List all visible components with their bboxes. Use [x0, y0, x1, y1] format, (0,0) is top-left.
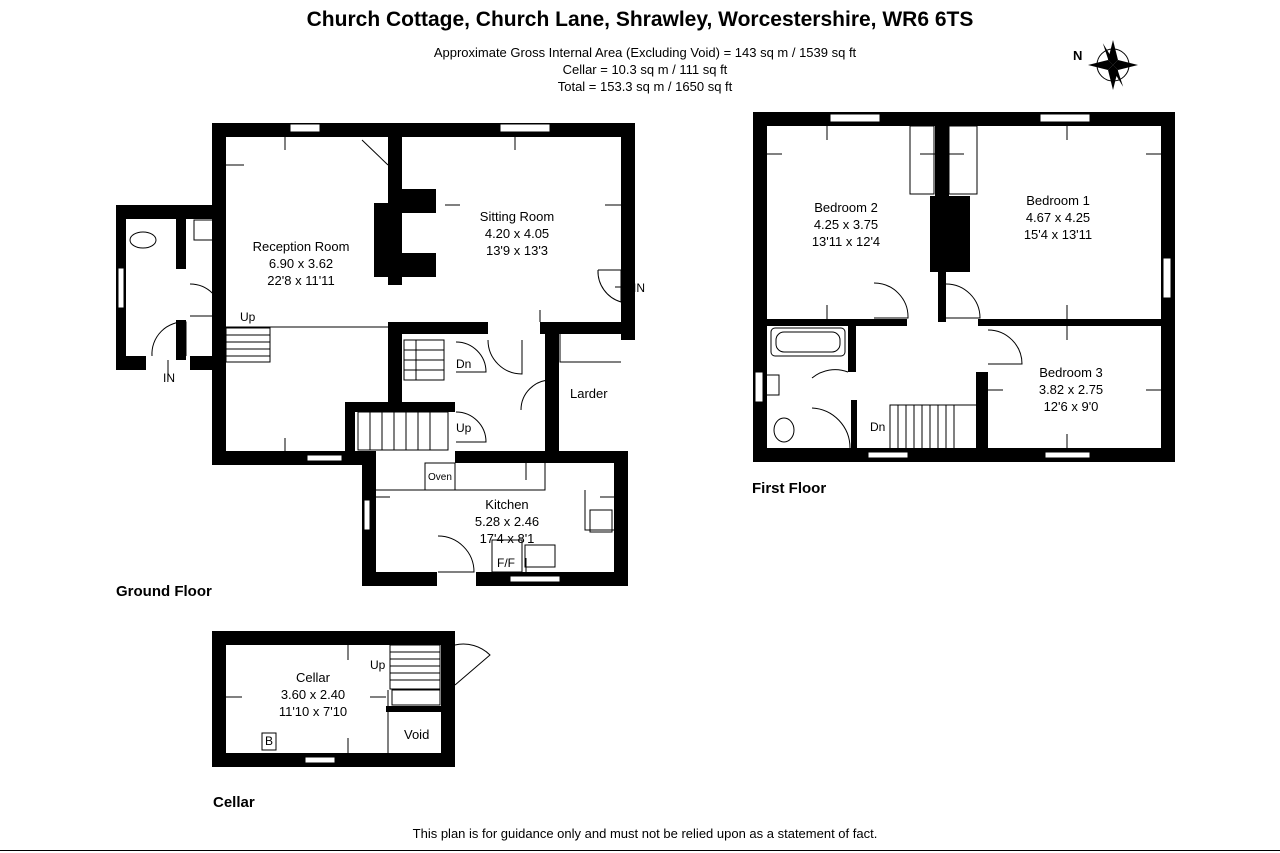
room-kitchen: Kitchen 5.28 x 2.46 17'4 x 8'1	[475, 496, 539, 547]
entrance-label: IN	[163, 371, 175, 385]
compass-rose-icon	[1088, 40, 1138, 90]
room-metric: 4.20 x 4.05	[484, 226, 550, 241]
room-bedroom-3: Bedroom 3 3.82 x 2.75 12'6 x 9'0	[1039, 364, 1103, 415]
room-name: Bedroom 2	[814, 200, 878, 215]
room-metric: 5.28 x 2.46	[474, 514, 540, 529]
cellar-area-line: Cellar = 10.3 sq m / 111 sq ft	[562, 62, 728, 77]
first-floor-plan	[753, 112, 1175, 462]
room-name: Bedroom 1	[1026, 193, 1090, 208]
room-name: Bedroom 3	[1039, 365, 1103, 380]
cellar-stairs-up-label: Up	[370, 658, 386, 672]
ground-floor-plan	[116, 123, 635, 586]
cellar-floor-label: Cellar	[213, 794, 255, 811]
room-cellar: Cellar 3.60 x 2.40 11'10 x 7'10	[279, 669, 347, 720]
room-metric: 3.60 x 2.40	[280, 687, 346, 702]
gross-area-line: Approximate Gross Internal Area (Excludi…	[433, 45, 857, 60]
first-floor-label: First Floor	[752, 480, 827, 497]
room-imperial: 22'8 x 11'11	[267, 273, 335, 288]
room-imperial: 17'4 x 8'1	[479, 531, 535, 546]
room-name: Kitchen	[485, 497, 529, 512]
plan-title: Church Cottage, Church Lane, Shrawley, W…	[306, 8, 974, 31]
larder-label: Larder	[570, 386, 608, 401]
oven-label: Oven	[428, 472, 452, 483]
room-name: Reception Room	[252, 239, 350, 254]
entrance-label: IN	[633, 281, 645, 295]
room-imperial: 15'4 x 13'11	[1023, 227, 1093, 242]
room-reception: Reception Room 6.90 x 3.62 22'8 x 11'11	[253, 238, 350, 289]
first-floor-stairs-down-label: Dn	[870, 420, 886, 434]
room-bedroom-1: Bedroom 1 4.67 x 4.25 15'4 x 13'11	[1024, 192, 1092, 243]
room-name: Sitting Room	[479, 209, 555, 224]
room-imperial: 13'9 x 13'3	[485, 243, 549, 258]
fridge-freezer-label: F/F	[497, 556, 515, 570]
ground-floor-label: Ground Floor	[116, 583, 212, 600]
cellar-plan	[212, 631, 491, 767]
room-metric: 6.90 x 3.62	[268, 256, 334, 271]
stairs-down-label: Dn	[456, 357, 472, 371]
room-metric: 4.25 x 3.75	[813, 217, 879, 232]
room-metric: 4.67 x 4.25	[1025, 210, 1091, 225]
room-metric: 3.82 x 2.75	[1038, 382, 1104, 397]
room-sitting: Sitting Room 4.20 x 4.05 13'9 x 13'3	[480, 208, 554, 259]
room-bedroom-2: Bedroom 2 4.25 x 3.75 13'11 x 12'4	[812, 199, 880, 250]
stairs-up-label: Up	[240, 310, 256, 324]
room-imperial: 13'11 x 12'4	[811, 234, 881, 249]
cellar-stairs-up-label: Up	[456, 421, 472, 435]
boiler-label: B	[265, 734, 274, 748]
void-label: Void	[404, 727, 430, 742]
compass-north-label: N	[1073, 48, 1083, 63]
room-name: Cellar	[296, 670, 330, 685]
room-imperial: 12'6 x 9'0	[1043, 399, 1099, 414]
bottom-divider	[0, 850, 1280, 851]
total-area-line: Total = 153.3 sq m / 1650 sq ft	[557, 79, 733, 94]
room-imperial: 11'10 x 7'10	[278, 704, 348, 719]
disclaimer-text: This plan is for guidance only and must …	[412, 826, 878, 841]
